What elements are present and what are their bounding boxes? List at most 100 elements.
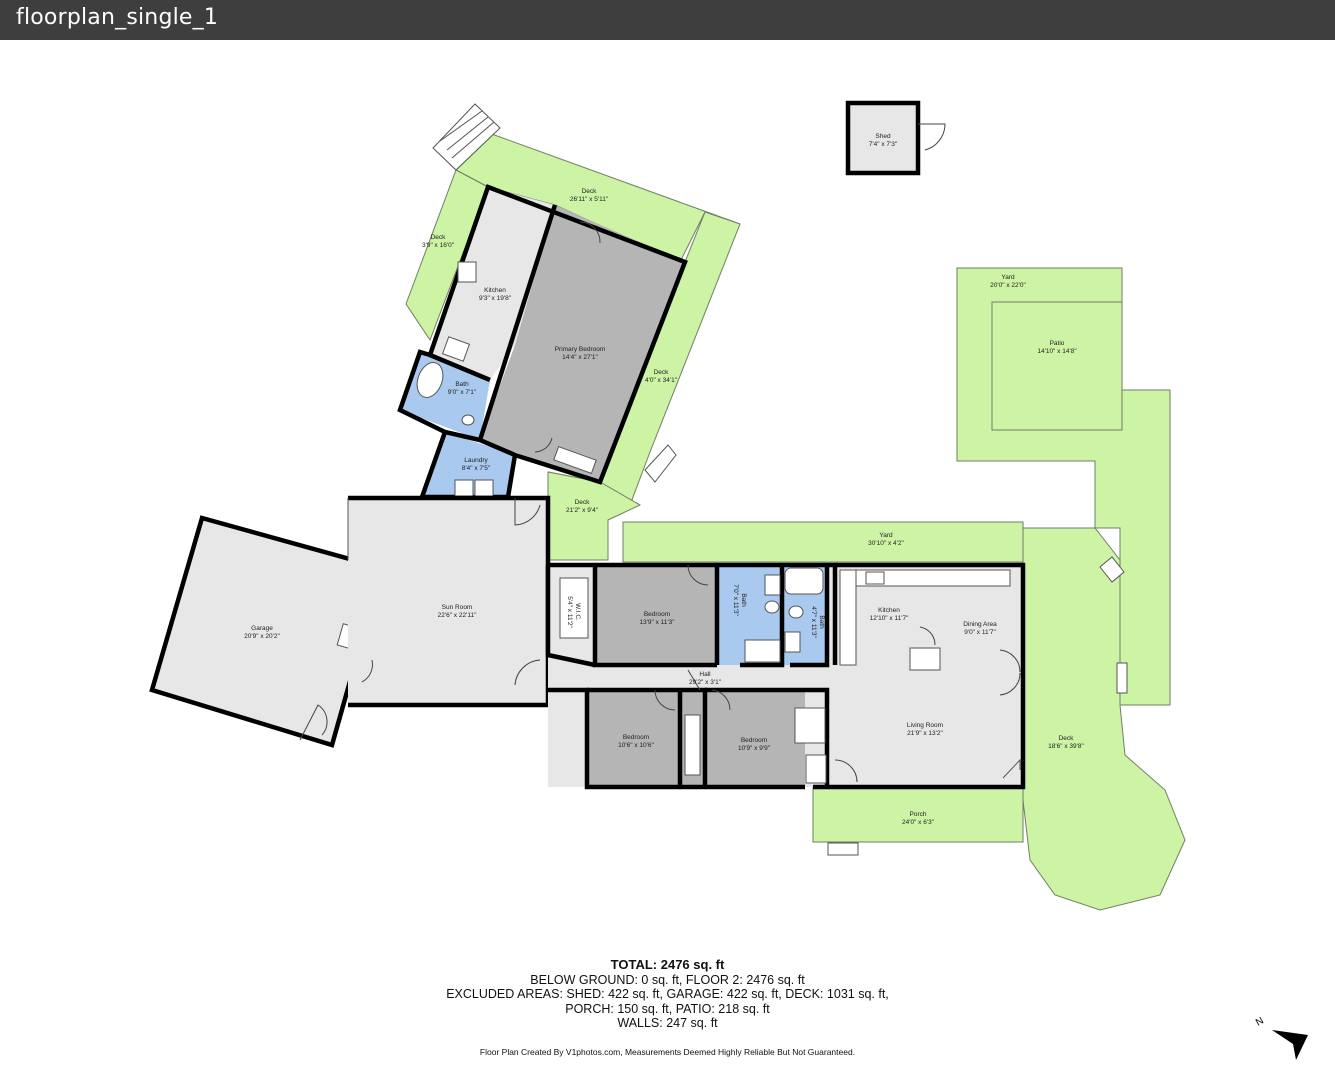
bathtub-upper	[416, 362, 444, 398]
label-deck-mid-dims: 21'2" x 9'4"	[566, 507, 599, 514]
label-bath-upper: Bath	[455, 381, 469, 388]
label-living-room-dims: 21'9" x 13'2"	[907, 730, 943, 737]
bed-upper	[553, 445, 597, 475]
label-kitchen-upper-dims: 9'3" x 19'8"	[479, 295, 512, 302]
label-bath-2: Bath	[740, 593, 747, 607]
closet-bedroom-2	[684, 714, 701, 776]
north-label: N	[1254, 1015, 1266, 1028]
shower-bath-2	[744, 639, 781, 663]
label-yard-mid: Yard	[879, 532, 893, 539]
label-kitchen-lower-dims: 12'10" x 11'7"	[870, 615, 909, 622]
deck-big	[1022, 527, 1186, 911]
label-garage-dims: 20'9" x 20'2"	[244, 633, 280, 640]
label-kitchen-lower: Kitchen	[878, 607, 900, 614]
sunroom-door-bottom	[514, 659, 541, 686]
door-dining	[999, 649, 1021, 673]
sink-bath-2	[764, 574, 781, 596]
label-dining-area: Dining Area	[963, 621, 997, 628]
porch	[812, 786, 1024, 843]
door-front	[834, 759, 858, 783]
stairs-deck-corner	[1099, 556, 1125, 583]
window-title: floorplan_single_1	[16, 5, 219, 30]
label-deck-big: Deck	[1059, 735, 1075, 742]
label-deck-top: Deck	[582, 188, 598, 195]
label-shed-dims: 7'4" x 7'3"	[869, 141, 898, 148]
label-living-room: Living Room	[907, 722, 943, 729]
dryer	[474, 479, 494, 497]
garage-door	[299, 704, 328, 741]
door-dining-2	[999, 672, 1021, 696]
label-bedroom-1: Bedroom	[644, 611, 670, 618]
window-titlebar: floorplan_single_1	[0, 0, 1335, 40]
summary-line-4: WALLS: 247 sq. ft	[617, 1016, 718, 1031]
sunroom-door-left	[361, 659, 373, 683]
label-patio-dims: 14'10" x 14'8"	[1037, 348, 1077, 355]
label-bedroom-3-dims: 10'9" x 9'9"	[738, 745, 771, 752]
label-deck-big-dims: 18'6" x 39'8"	[1048, 743, 1084, 750]
label-laundry-dims: 8'4" x 7'5"	[462, 465, 491, 472]
label-yard-top-dims: 20'0" x 22'0"	[990, 282, 1026, 289]
yard-mid	[622, 521, 1024, 563]
hall-door	[687, 669, 701, 691]
label-laundry: Laundry	[464, 457, 488, 464]
closet-living	[805, 754, 827, 784]
kitchen-sink-lower	[865, 571, 885, 585]
summary-line-3: PORCH: 150 sq. ft, PATIO: 218 sq. ft	[565, 1001, 770, 1016]
door-bedroom-2	[654, 689, 676, 711]
label-yard-mid-dims: 30'10" x 4'2"	[868, 540, 904, 547]
summary-total: TOTAL: 2476 sq. ft	[610, 957, 725, 972]
stairs-porch	[827, 842, 859, 856]
label-dining-area-dims: 9'0" x 11'7"	[964, 629, 996, 636]
label-bedroom-1-dims: 13'9" x 11'3"	[639, 619, 675, 626]
label-patio: Patio	[1050, 340, 1065, 347]
label-bath-3-dims: 4'7" x 11'3"	[810, 606, 817, 638]
stairs-top-left	[432, 103, 501, 171]
deck-left	[405, 169, 489, 342]
door-kitchen	[919, 626, 936, 646]
washer	[454, 479, 474, 497]
label-deck-mid: Deck	[575, 499, 591, 506]
credit-text: Floor Plan Created By V1photos.com, Meas…	[479, 1047, 856, 1057]
toilet-upper	[461, 414, 475, 426]
door-bedroom-3	[711, 689, 731, 711]
label-shed: Shed	[875, 133, 891, 140]
summary-line-2: EXCLUDED AREAS: SHED: 422 sq. ft, GARAGE…	[446, 987, 889, 1002]
sink-upper	[441, 336, 471, 362]
label-kitchen-upper: Kitchen	[484, 287, 506, 294]
label-primary-bedroom: Primary Bedroom	[555, 346, 606, 353]
door-upper-2	[534, 437, 553, 453]
label-bedroom-3: Bedroom	[741, 737, 767, 744]
stove-upper	[457, 261, 477, 283]
shed-door	[918, 123, 946, 151]
toilet-bath-2	[764, 600, 780, 614]
label-wic: W.I.C.	[574, 603, 581, 621]
label-sun-room-dims: 22'6" x 22'11"	[438, 612, 477, 619]
label-garage: Garage	[251, 625, 273, 632]
area-summary: TOTAL: 2476 sq. ft BELOW GROUND: 0 sq. f…	[0, 957, 1335, 1031]
label-hall-dims: 29'2" x 3'1"	[689, 679, 722, 686]
bedroom-3-floor	[705, 690, 805, 787]
door-bedroom-1	[687, 564, 709, 586]
label-deck-right-dims: 4'0" x 34'1"	[645, 377, 678, 384]
label-sun-room: Sun Room	[442, 604, 473, 611]
stairs-deck-right	[644, 444, 677, 483]
label-yard-top: Yard	[1001, 274, 1015, 281]
kitchen-island	[909, 647, 941, 671]
kitchen-counter-left	[839, 569, 857, 666]
kitchen-upper-floor	[430, 187, 555, 380]
toilet-bath-3	[788, 605, 804, 619]
label-deck-top-dims: 26'11" x 5'11"	[570, 196, 609, 203]
door-upper-1	[579, 221, 601, 244]
label-bedroom-2-dims: 10'6" x 10'6"	[618, 742, 654, 749]
wic-shelving	[559, 577, 589, 639]
label-deck-right: Deck	[654, 369, 670, 376]
shed-room	[848, 103, 918, 173]
label-bath-2-dims: 7'0" x 11'3"	[732, 584, 739, 616]
stairs-living	[1002, 758, 1021, 779]
label-bath-upper-dims: 9'0" x 7'1"	[448, 389, 477, 396]
north-arrow-icon: N	[1254, 1015, 1308, 1060]
sun-room-floor	[348, 498, 548, 705]
patio	[991, 301, 1123, 431]
closet-bedroom-3	[794, 707, 826, 744]
